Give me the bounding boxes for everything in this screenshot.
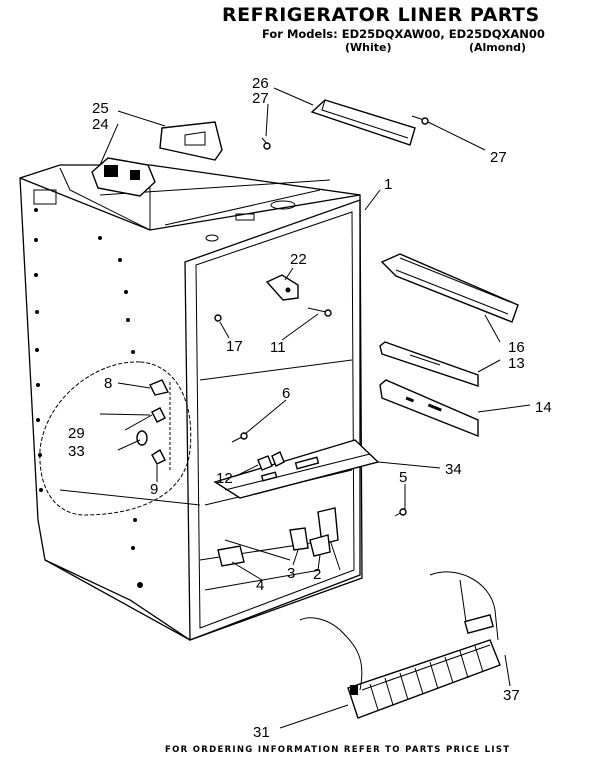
callout-26: 26	[252, 75, 269, 92]
callout-2: 2	[313, 566, 321, 583]
part-26-rail	[310, 99, 416, 146]
detail-circle	[39, 361, 192, 516]
callout-6: 6	[282, 385, 290, 402]
callout-31: 31	[253, 724, 270, 741]
part-5-screw	[394, 508, 407, 517]
callout-4: 4	[256, 577, 264, 594]
part-3-bracket	[289, 527, 309, 551]
callout-11: 11	[270, 339, 286, 356]
leader-lines	[99, 87, 531, 729]
callout-5: 5	[399, 469, 407, 486]
part-16-cover	[380, 253, 519, 323]
diagram-title: REFRIGERATOR LINER PARTS	[222, 4, 540, 26]
variant-white-label: (White)	[345, 41, 392, 54]
model-numbers: For Models: ED25DQXAW00, ED25DQXAN00	[262, 27, 545, 41]
part-33-bulb	[136, 430, 148, 446]
callout-25: 25	[92, 100, 109, 117]
part-2-housing	[309, 507, 339, 557]
part-12-clips	[257, 451, 285, 471]
part-13-rail	[379, 341, 479, 387]
callout-12: 12	[216, 470, 233, 487]
part-25-bracket	[159, 121, 223, 161]
part-4-socket	[217, 545, 245, 567]
part-9-socket	[151, 448, 166, 465]
callout-1: 1	[384, 176, 392, 193]
callout-9: 9	[150, 481, 158, 498]
callout-34: 34	[445, 461, 462, 478]
callout-14: 14	[535, 399, 552, 416]
callout-27-right: 27	[490, 149, 507, 166]
ordering-footer-note: FOR ORDERING INFORMATION REFER TO PARTS …	[165, 745, 511, 755]
callout-24: 24	[92, 116, 109, 133]
callout-labels: 26 27 27 25 24 1 22 16 13 14 17 11 6 8 2…	[68, 75, 552, 741]
callout-13: 13	[508, 355, 525, 372]
callout-27-top: 27	[252, 90, 269, 107]
variant-almond-label: (Almond)	[469, 41, 527, 54]
callout-3: 3	[287, 565, 295, 582]
callout-22: 22	[290, 251, 307, 268]
liner-cabinet	[19, 164, 363, 641]
part-27-screw-left	[261, 137, 271, 150]
part-11-screw	[307, 307, 332, 317]
part-27-screw-right	[411, 115, 486, 151]
callout-16: 16	[508, 339, 525, 356]
callout-37: 37	[503, 687, 520, 704]
callout-8: 8	[104, 375, 112, 392]
part-8-bracket	[149, 379, 170, 396]
part-14-rail	[379, 379, 479, 438]
part-17-screw	[214, 314, 222, 322]
part-22-bracket	[265, 274, 299, 301]
part-29-clip	[99, 407, 166, 423]
part-24-housing	[91, 157, 156, 197]
part-6-pin	[231, 432, 248, 443]
part-31-heater-assembly	[299, 571, 501, 719]
callout-29: 29	[68, 425, 85, 442]
callout-17: 17	[226, 338, 243, 355]
callout-33: 33	[68, 443, 85, 460]
